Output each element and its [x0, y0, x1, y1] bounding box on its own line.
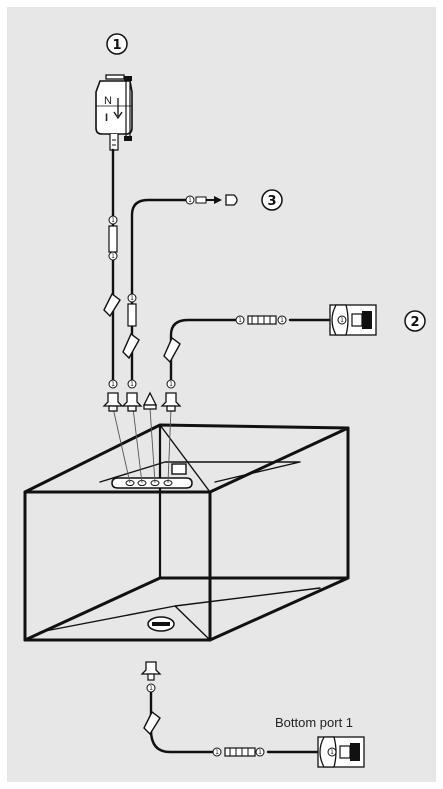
end-cap-icon [225, 194, 238, 206]
bottom-port-connectors [140, 661, 365, 768]
tube-clamp-icon [163, 336, 181, 364]
bottom-port [147, 616, 175, 632]
tube-clamp-icon [143, 710, 161, 736]
bottom-port-label: Bottom port 1 [275, 715, 353, 730]
tube-clamp-icon [122, 332, 140, 360]
tube3-connectors [122, 194, 238, 389]
svg-text:3: 3 [267, 194, 276, 209]
callout-1: 1 [106, 33, 128, 55]
tube-clamp-icon [103, 292, 121, 318]
tube2-connectors [163, 304, 377, 389]
callout-2: 2 [404, 310, 426, 332]
svg-text:1: 1 [112, 38, 121, 53]
callout-3: 3 [261, 189, 283, 211]
bottle-letter-bottom: I [105, 112, 108, 124]
filter-bottle: N I [95, 74, 133, 151]
vent-cap-icon [142, 391, 158, 406]
svg-text:2: 2 [410, 315, 419, 330]
top-port-plate [111, 463, 193, 489]
tube1-connectors [103, 215, 121, 389]
port-leader-lines [112, 407, 172, 484]
top-port-connectors [102, 391, 182, 412]
diagram-background [7, 7, 436, 782]
flow-arrow-icon [113, 98, 123, 120]
chamber-box [23, 423, 350, 642]
bottle-letter-top: N [104, 95, 112, 107]
